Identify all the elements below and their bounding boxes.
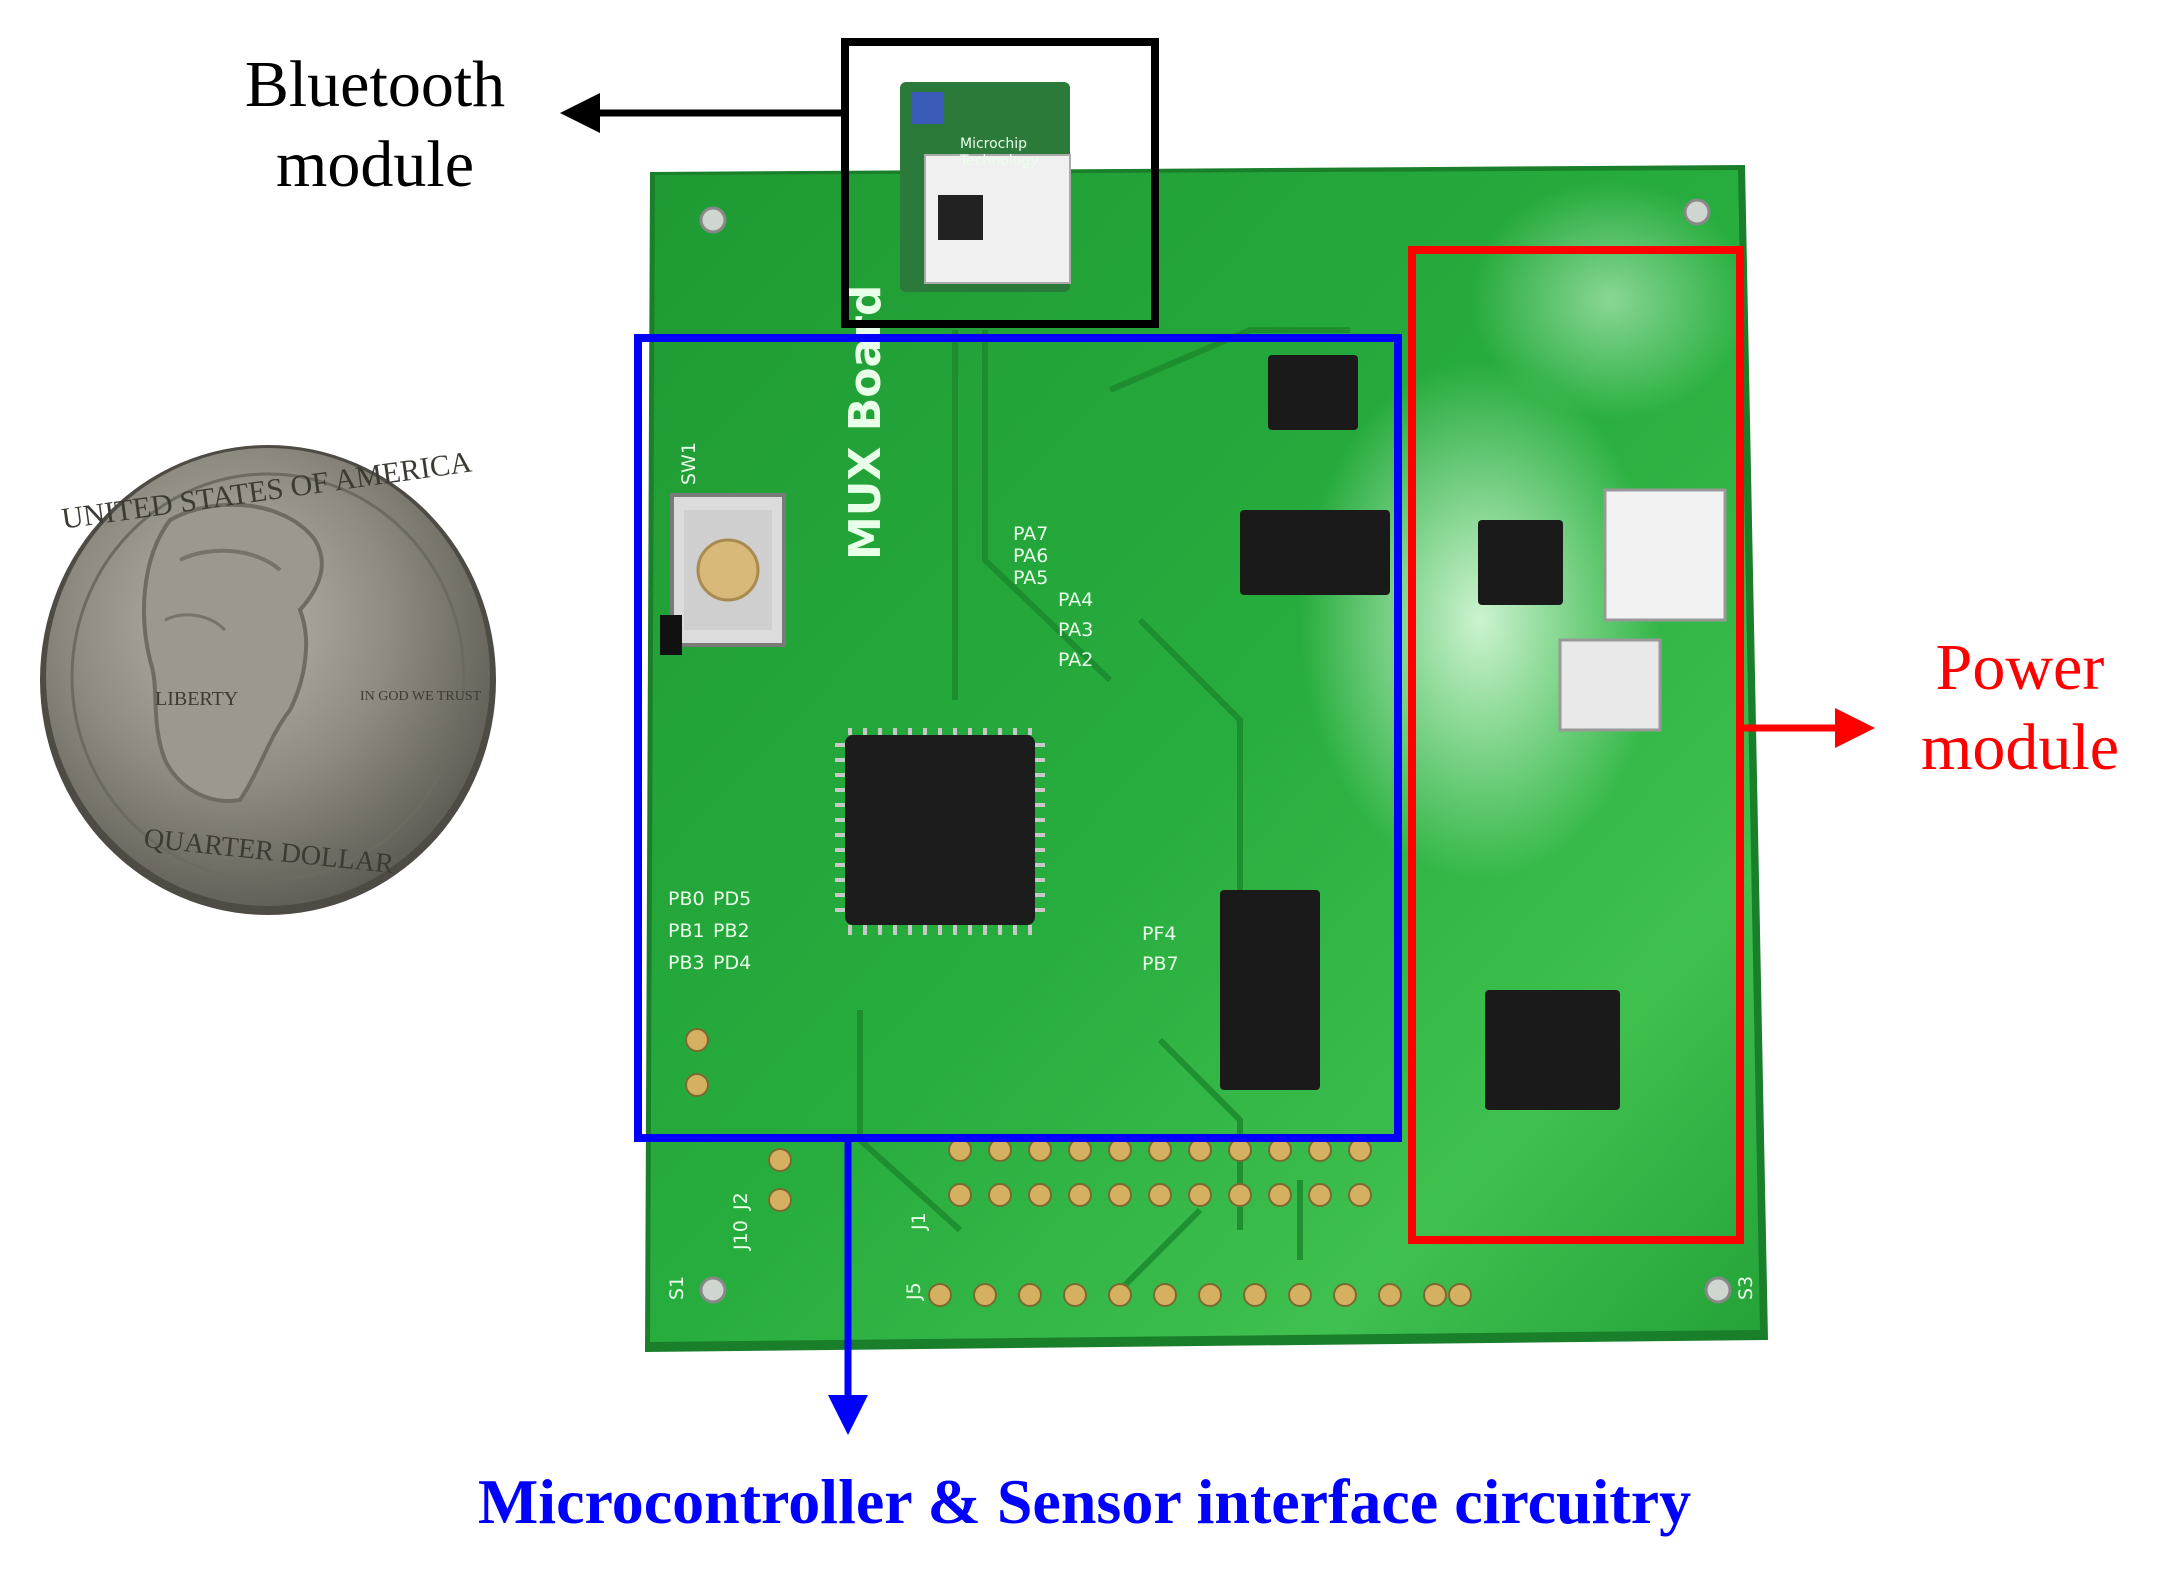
pin-label: PF4 (1142, 923, 1176, 945)
pin-label: PD5 (713, 888, 751, 910)
washington-profile (142, 502, 324, 803)
quarter-coin: UNITED STATES OF AMERICA LIBERTY IN GOD … (40, 445, 496, 915)
pin-label: PA3 (1058, 619, 1093, 641)
pin-label: PB0 (668, 888, 705, 910)
ref-label: J10 (730, 1220, 752, 1251)
bt-chip-text: Technology (959, 153, 1038, 169)
microcontroller-chip (835, 728, 1045, 935)
pin-label: PA7 (1013, 523, 1048, 545)
glare (1300, 360, 1660, 880)
ref-label: J2 (730, 1192, 752, 1211)
ref-label: S1 (666, 1276, 688, 1300)
sensor-ic (1220, 355, 1620, 1110)
board-name-silk: MUX Board (840, 285, 891, 560)
pin-label: PA6 (1013, 545, 1048, 567)
microcontroller-highlight-box (634, 334, 1402, 1142)
ref-label: J5 (903, 1282, 925, 1301)
bluetooth-label-line2: module (276, 128, 474, 201)
mounting-holes (699, 198, 1732, 1304)
power-module-label: Power module (1870, 635, 2169, 795)
coin-left-text: LIBERTY (155, 688, 238, 710)
pin-label: PB1 (668, 920, 705, 942)
coin-motto: IN GOD WE TRUST (360, 689, 482, 704)
pin-label: PA5 (1013, 567, 1048, 589)
power-label-line1: Power (1935, 631, 2105, 704)
bluetooth-highlight-box (841, 38, 1159, 328)
bt-chip-text: Microchip (960, 136, 1027, 152)
pin-label: PB2 (713, 920, 750, 942)
power-arrow (1740, 708, 1875, 748)
pin-label: PA4 (1058, 589, 1093, 611)
ref-label: SW1 (678, 442, 700, 485)
microcontroller-arrow (828, 1138, 868, 1435)
bluetooth-module-label: Bluetooth module (205, 52, 545, 212)
bluetooth-label-line1: Bluetooth (244, 48, 506, 121)
header-pins (685, 1028, 1472, 1307)
power-inductor (1558, 488, 1727, 732)
bluetooth-module-chip: Microchip Technology (900, 82, 1071, 292)
pin-label: PB3 (668, 952, 705, 974)
microcontroller-label: Microcontroller & Sensor interface circu… (477, 1466, 1692, 1537)
bluetooth-arrow (560, 93, 845, 133)
pcb-board: MUX Board (645, 82, 1768, 1352)
pin-label: PB7 (1142, 953, 1179, 975)
tactile-switch (660, 493, 786, 655)
pin-label: PA2 (1058, 649, 1093, 671)
ref-label: J1 (908, 1212, 930, 1231)
ref-label: S3 (1735, 1276, 1757, 1300)
power-label-line2: module (1921, 711, 2119, 784)
power-highlight-box (1408, 246, 1744, 1244)
pin-label: PD4 (713, 952, 751, 974)
